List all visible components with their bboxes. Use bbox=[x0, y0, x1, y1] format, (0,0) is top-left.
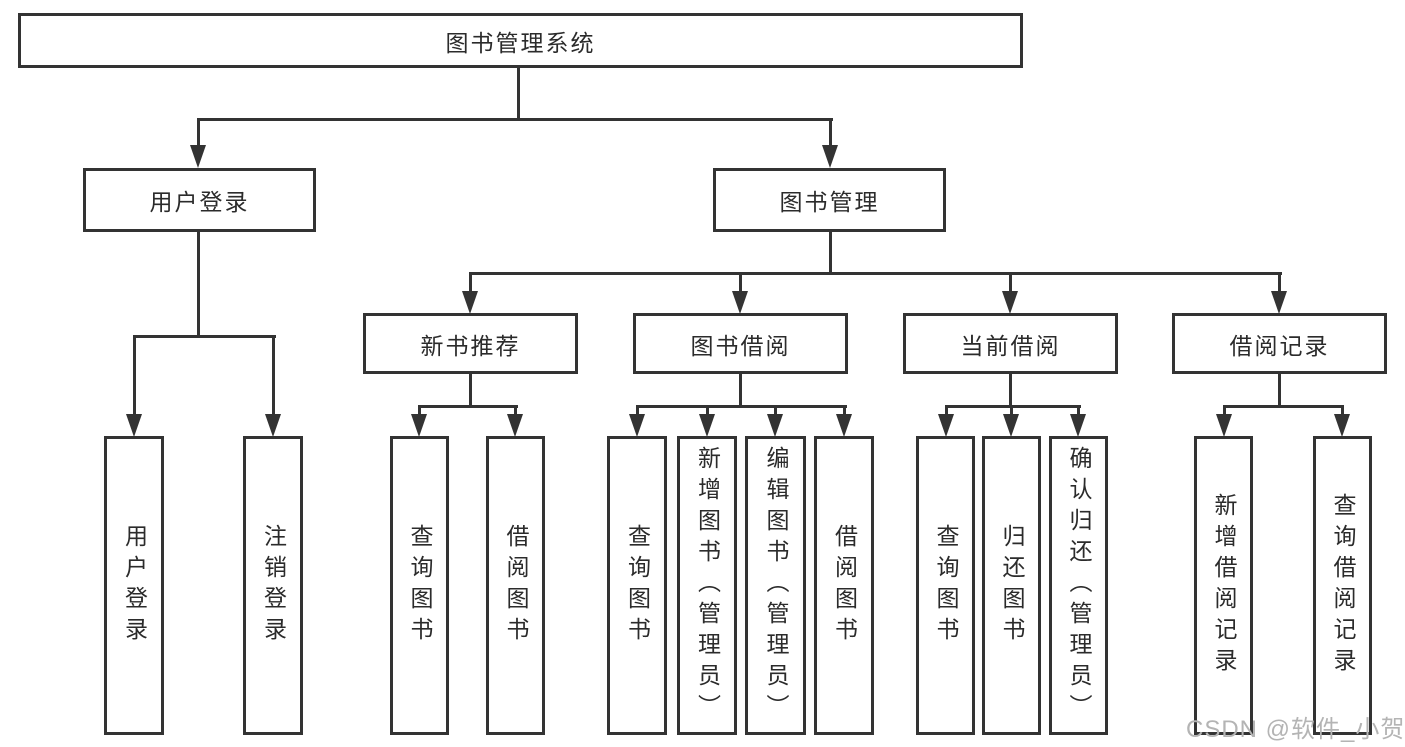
leaf-add-books-admin: 新增图书（管理员） bbox=[677, 436, 737, 735]
connector-to-leaf bbox=[843, 405, 846, 419]
connector-level1-rail bbox=[197, 118, 833, 121]
node-new-book-recommendation: 新书推荐 bbox=[363, 313, 578, 374]
arrowhead bbox=[190, 145, 206, 168]
connector-user-login-rail bbox=[133, 335, 276, 338]
connector-to-leaf bbox=[1077, 405, 1080, 419]
connector-to-leaf bbox=[1010, 405, 1013, 419]
leaf-label: 用户登录 bbox=[121, 523, 148, 648]
connector-to-book-management bbox=[829, 118, 832, 150]
leaf-borrow-books-1: 借阅图书 bbox=[486, 436, 545, 735]
leaf-logout: 注销登录 bbox=[243, 436, 303, 735]
node-book-borrowing: 图书借阅 bbox=[633, 313, 848, 374]
connector-to-leaf bbox=[1341, 405, 1344, 419]
connector-new-book-stub bbox=[469, 374, 472, 408]
leaf-label: 注销登录 bbox=[260, 523, 287, 648]
arrowhead bbox=[126, 414, 142, 437]
leaf-label: 确认归还（管理员） bbox=[1066, 446, 1092, 725]
leaf-label: 新增图书（管理员） bbox=[694, 446, 721, 725]
connector-to-level3 bbox=[1278, 272, 1281, 294]
arrowhead bbox=[411, 414, 427, 437]
arrowhead bbox=[699, 414, 715, 437]
node-current-borrowing: 当前借阅 bbox=[903, 313, 1118, 374]
node-user-login: 用户登录 bbox=[83, 168, 316, 232]
leaf-label: 查询图书 bbox=[407, 523, 433, 648]
connector-to-leaf bbox=[706, 405, 709, 419]
arrowhead bbox=[265, 414, 281, 437]
leaf-query-books-1: 查询图书 bbox=[390, 436, 449, 735]
connector-to-level3 bbox=[739, 272, 742, 294]
arrowhead bbox=[1070, 414, 1086, 437]
arrowhead bbox=[1003, 414, 1019, 437]
arrowhead bbox=[507, 414, 523, 437]
connector-book-management-stub bbox=[829, 232, 832, 275]
connector-book-borrowing-stub bbox=[739, 374, 742, 408]
connector-to-leaf bbox=[945, 405, 948, 419]
node-library-management-system: 图书管理系统 bbox=[18, 13, 1023, 68]
connector-current-borrowing-rail bbox=[945, 405, 1081, 408]
leaf-label: 查询图书 bbox=[624, 523, 651, 648]
csdn-watermark: CSDN @软件_小贺同学 bbox=[1186, 716, 1405, 743]
leaf-edit-books-admin: 编辑图书（管理员） bbox=[745, 436, 806, 735]
connector-to-leaf bbox=[272, 335, 275, 417]
leaf-query-books-2: 查询图书 bbox=[607, 436, 667, 735]
connector-root-stub bbox=[517, 68, 520, 120]
connector-borrowing-records-stub bbox=[1278, 374, 1281, 408]
leaf-confirm-return-admin: 确认归还（管理员） bbox=[1049, 436, 1108, 735]
node-book-management: 图书管理 bbox=[713, 168, 946, 232]
leaf-query-books-3: 查询图书 bbox=[916, 436, 975, 735]
arrowhead bbox=[1216, 414, 1232, 437]
connector-to-leaf bbox=[774, 405, 777, 419]
connector-to-level3 bbox=[469, 272, 472, 294]
leaf-borrow-books-2: 借阅图书 bbox=[814, 436, 874, 735]
leaf-label: 查询图书 bbox=[933, 523, 959, 648]
leaf-return-books: 归还图书 bbox=[982, 436, 1041, 735]
arrowhead bbox=[1271, 291, 1287, 314]
arrowhead bbox=[732, 291, 748, 314]
connector-to-leaf bbox=[1223, 405, 1226, 419]
node-borrowing-records: 借阅记录 bbox=[1172, 313, 1387, 374]
arrowhead bbox=[462, 291, 478, 314]
connector-level2-rail bbox=[469, 272, 1282, 275]
connector-to-leaf bbox=[133, 335, 136, 417]
leaf-query-borrow-record: 查询借阅记录 bbox=[1313, 436, 1372, 735]
leaf-label: 归还图书 bbox=[999, 523, 1025, 648]
arrowhead bbox=[822, 145, 838, 168]
leaf-add-borrow-record: 新增借阅记录 bbox=[1194, 436, 1253, 735]
leaf-label: 借阅图书 bbox=[503, 523, 529, 648]
arrowhead bbox=[938, 414, 954, 437]
connector-borrowing-records-rail bbox=[1223, 405, 1344, 408]
arrowhead bbox=[629, 414, 645, 437]
leaf-label: 编辑图书（管理员） bbox=[763, 446, 789, 725]
connector-to-leaf bbox=[636, 405, 639, 419]
connector-user-login-stub bbox=[197, 232, 200, 338]
connector-current-borrowing-stub bbox=[1009, 374, 1012, 408]
connector-to-leaf bbox=[514, 405, 517, 419]
leaf-label: 借阅图书 bbox=[831, 523, 858, 648]
arrowhead bbox=[1334, 414, 1350, 437]
connector-to-user-login bbox=[197, 118, 200, 150]
connector-to-leaf bbox=[418, 405, 421, 419]
leaf-label: 查询借阅记录 bbox=[1330, 492, 1356, 679]
arrowhead bbox=[836, 414, 852, 437]
connector-book-borrowing-rail bbox=[636, 405, 847, 408]
connector-to-level3 bbox=[1009, 272, 1012, 294]
arrowhead bbox=[1002, 291, 1018, 314]
leaf-label: 新增借阅记录 bbox=[1211, 492, 1237, 679]
arrowhead bbox=[767, 414, 783, 437]
leaf-user-login: 用户登录 bbox=[104, 436, 164, 735]
connector-new-book-rail bbox=[418, 405, 518, 408]
